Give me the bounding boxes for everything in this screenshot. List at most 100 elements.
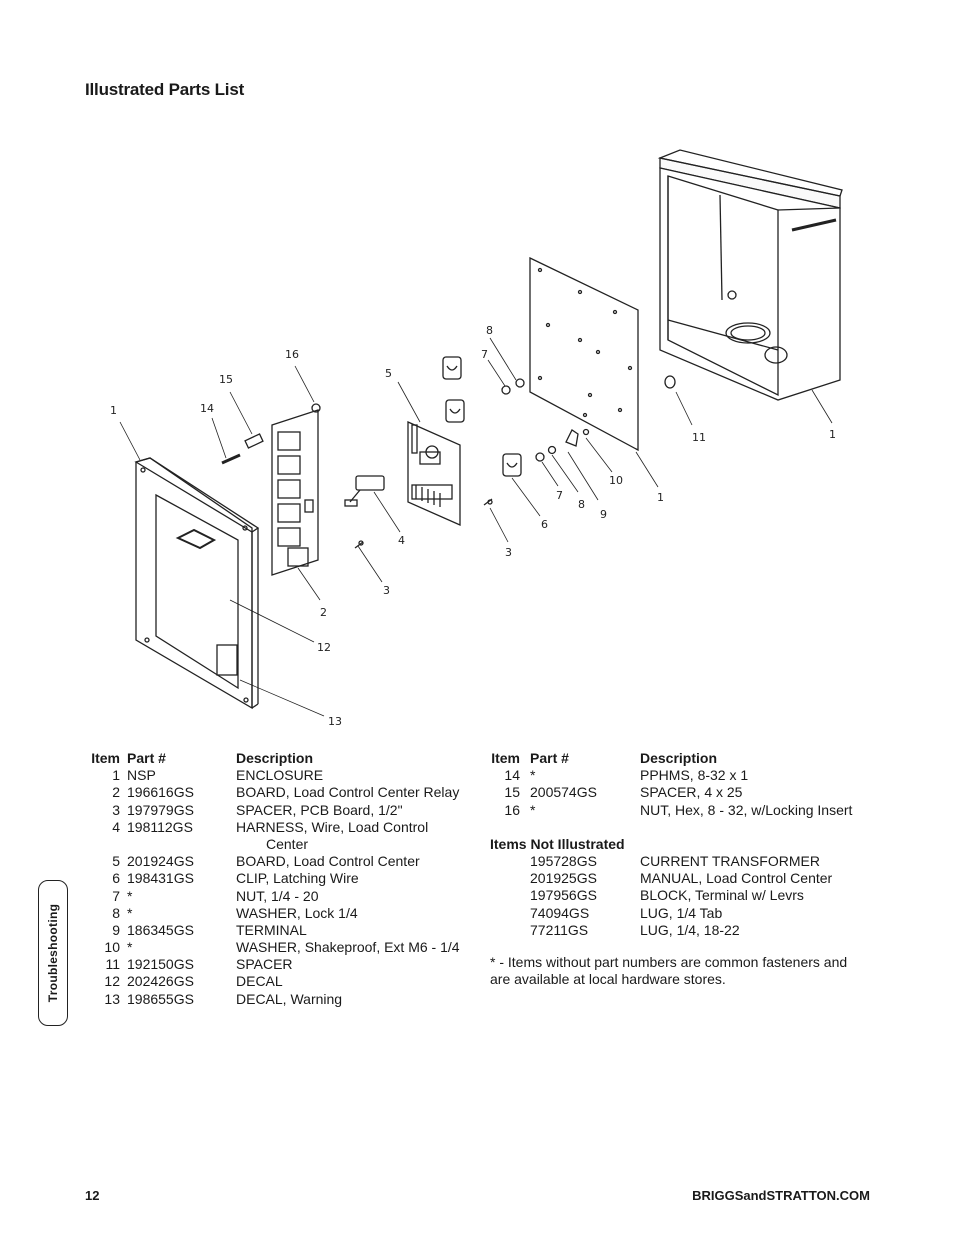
part-description: SPACER: [236, 956, 293, 973]
table-row: 15 200574GS SPACER, 4 x 25: [490, 784, 870, 801]
part-description: HARNESS, Wire, Load Control Center: [236, 819, 476, 853]
part-description: TERMINAL: [236, 921, 307, 938]
table-row: 3 197979GS SPACER, PCB Board, 1/2": [90, 802, 490, 819]
section-tab-label: Troubleshooting: [46, 903, 60, 1003]
callout-6: 6: [541, 518, 548, 531]
table-header: Item Part # Description: [490, 750, 870, 767]
table-row: 197956GS BLOCK, Terminal w/ Levrs: [490, 887, 870, 904]
table-row: 12 202426GS DECAL: [90, 973, 490, 990]
table-row: 5 201924GS BOARD, Load Control Center: [90, 853, 490, 870]
part-number: 77211GS: [530, 921, 589, 938]
part-description: SPACER, PCB Board, 1/2": [236, 801, 403, 818]
header-item: Item: [491, 750, 520, 766]
table-row: 74094GS LUG, 1/4 Tab: [490, 905, 870, 922]
screw-spacer-drawing: [221, 403, 321, 465]
part-number: 198655GS: [127, 990, 194, 1007]
not-illustrated-heading: Items Not Illustrated: [490, 835, 625, 852]
part-number: 201924GS: [127, 853, 194, 870]
item-number: 16: [504, 801, 520, 818]
callout-9: 9: [600, 508, 607, 521]
header-part: Part #: [127, 750, 166, 766]
parts-table-right: Item Part # Description 14 * PPHMS, 8-32…: [490, 750, 870, 989]
item-number: 3: [112, 801, 120, 818]
item-number: 2: [112, 784, 120, 801]
part-description: BOARD, Load Control Center: [236, 853, 420, 870]
header-part: Part #: [530, 750, 569, 766]
header-item: Item: [91, 750, 120, 766]
page-number: 12: [85, 1188, 100, 1203]
table-row: 11 192150GS SPACER: [90, 956, 490, 973]
latching-clips-drawing: [442, 356, 522, 477]
item-number: 5: [112, 853, 120, 870]
part-description: PPHMS, 8-32 x 1: [640, 767, 749, 784]
callout-5: 5: [385, 367, 392, 380]
callout-16: 16: [285, 348, 299, 361]
leader-lines: [119, 337, 833, 717]
part-description: MANUAL, Load Control Center: [640, 870, 833, 887]
part-description: WASHER, Lock 1/4: [236, 904, 358, 921]
part-description: WASHER, Shakeproof, Ext M6 - 1/4: [236, 939, 460, 956]
item-number: 6: [112, 870, 120, 887]
item-number: 1: [112, 767, 120, 784]
part-description: DECAL, Warning: [236, 990, 343, 1007]
table-row: 10 * WASHER, Shakeproof, Ext M6 - 1/4: [90, 939, 490, 956]
page-title: Illustrated Parts List: [85, 80, 245, 99]
enclosure-drawing: [657, 149, 843, 401]
part-description: LUG, 1/4, 18-22: [640, 921, 740, 938]
part-number: *: [530, 801, 536, 818]
table-row: 14 * PPHMS, 8-32 x 1: [490, 767, 870, 784]
table-row: 77211GS LUG, 1/4, 18-22: [490, 922, 870, 939]
part-number: 195728GS: [530, 852, 597, 869]
part-number: 74094GS: [530, 904, 590, 921]
table-row: 195728GS CURRENT TRANSFORMER: [490, 853, 870, 870]
callout-3-relay: 3: [383, 584, 390, 597]
item-number: 13: [104, 990, 120, 1007]
callout-3-board: 3: [505, 546, 512, 559]
part-number: 196616GS: [127, 784, 194, 801]
door-drawing: [134, 457, 260, 710]
item-number: 8: [112, 904, 120, 921]
part-number: 201925GS: [530, 870, 597, 887]
part-description: DECAL: [236, 973, 283, 990]
part-description: NUT, 1/4 - 20: [236, 887, 319, 904]
part-number: *: [127, 904, 133, 921]
callout-8-bottom: 8: [578, 498, 585, 511]
item-number: 4: [112, 818, 120, 835]
header-description: Description: [640, 750, 718, 766]
callout-14: 14: [200, 402, 214, 415]
part-description: ENCLOSURE: [236, 767, 324, 784]
part-number: 197979GS: [127, 801, 194, 818]
callout-12: 12: [317, 641, 331, 654]
part-description: SPACER, 4 x 25: [640, 784, 743, 801]
part-description: LUG, 1/4 Tab: [640, 904, 723, 921]
table-row: 7 * NUT, 1/4 - 20: [90, 888, 490, 905]
part-number: 198112GS: [127, 818, 193, 835]
table-row: 1 NSP ENCLOSURE: [90, 767, 490, 784]
table-header: Item Part # Description: [90, 750, 490, 767]
part-description: NUT, Hex, 8 - 32, w/Locking Insert: [640, 801, 853, 818]
footnote: * - Items without part numbers are commo…: [490, 953, 848, 988]
harness-drawing: [344, 475, 385, 507]
part-number: *: [530, 767, 536, 784]
callout-1-enclosure: 1: [829, 428, 836, 441]
part-description-line1: HARNESS, Wire, Load Control: [236, 818, 429, 835]
table-row: 2 196616GS BOARD, Load Control Center Re…: [90, 784, 490, 801]
part-number: *: [127, 887, 133, 904]
callout-8-top: 8: [486, 324, 493, 337]
part-number: 186345GS: [127, 921, 194, 938]
part-description-line2: Center: [266, 835, 309, 852]
load-control-board-drawing: [407, 421, 461, 526]
callout-7-top: 7: [481, 348, 488, 361]
back-plate-drawing: [529, 256, 639, 452]
callout-4: 4: [398, 534, 405, 547]
fasteners-drawing: [354, 375, 676, 549]
section-tab: Troubleshooting: [38, 880, 68, 1026]
table-row: 6 198431GS CLIP, Latching Wire: [90, 870, 490, 887]
item-number: 15: [504, 784, 520, 801]
part-number: 192150GS: [127, 956, 194, 973]
exploded-parts-diagram: 1 1 1 2 3 3 4 5 6 7 7 8 8 9 10 11 12 13 …: [110, 149, 843, 728]
table-row: 8 * WASHER, Lock 1/4: [90, 905, 490, 922]
table-row: 13 198655GS DECAL, Warning: [90, 991, 490, 1008]
callout-13: 13: [328, 715, 342, 728]
part-description: BOARD, Load Control Center Relay: [236, 784, 460, 801]
